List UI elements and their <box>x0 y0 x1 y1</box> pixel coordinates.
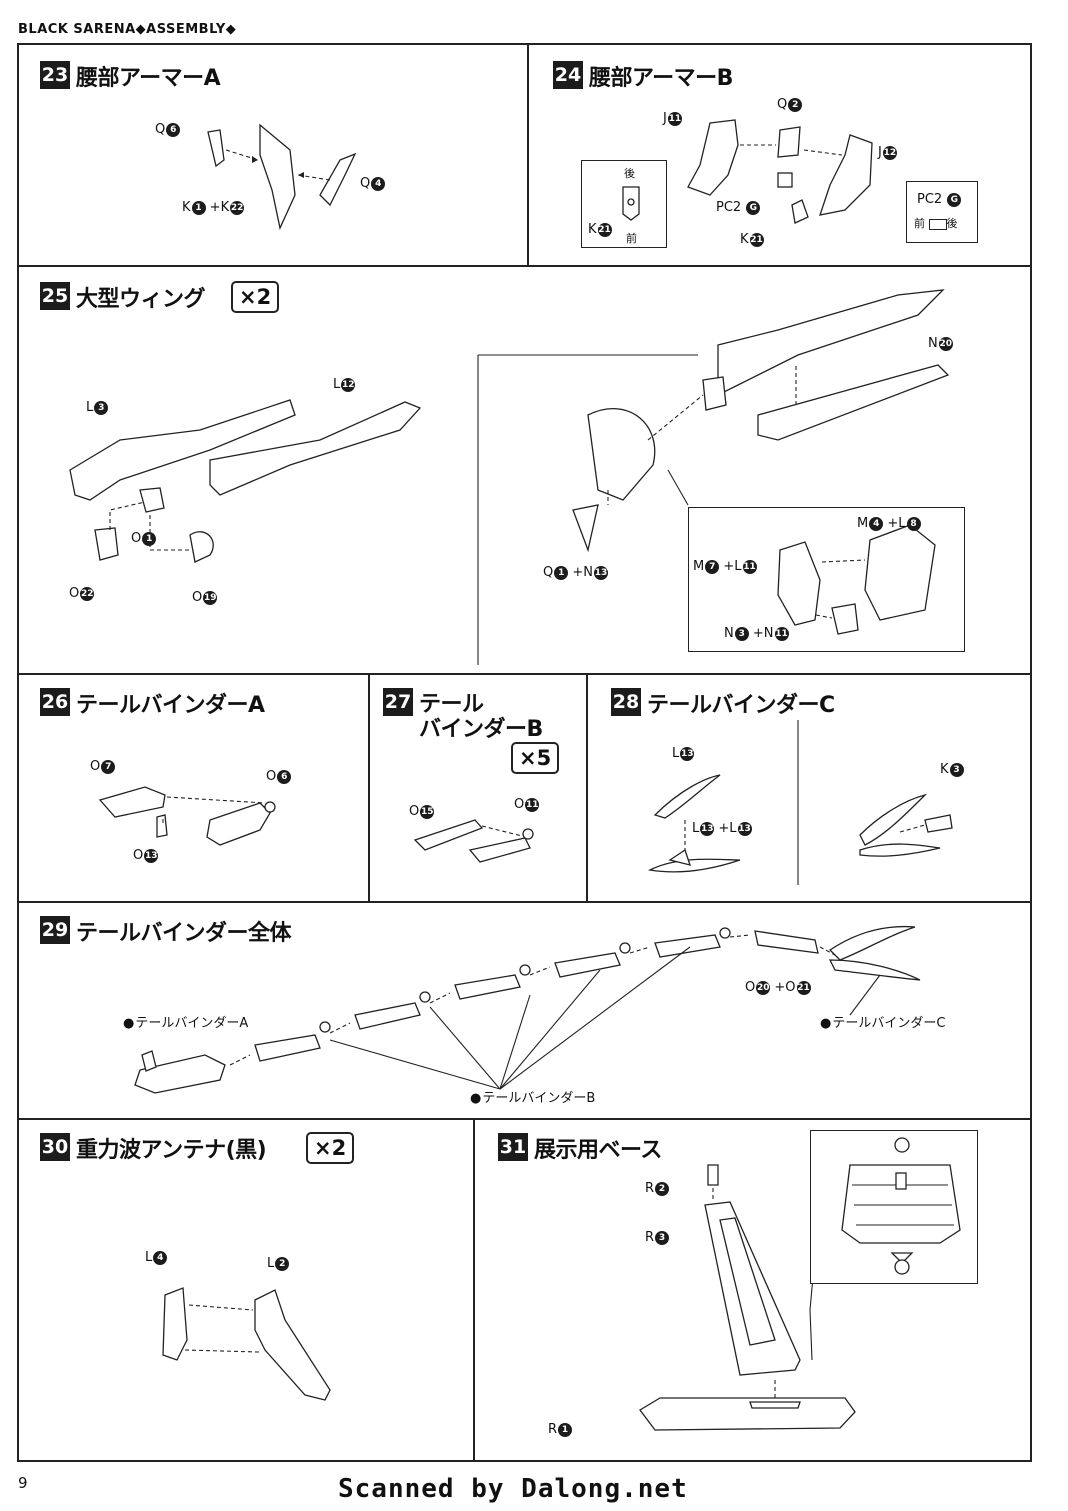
step-23-number: 23 <box>40 61 70 89</box>
step-31-illustration <box>639 1164 856 1431</box>
step-25-title: 大型ウィング <box>76 287 206 312</box>
step-26-title: テールバインダーA <box>76 693 265 718</box>
scan-credit: Scanned by Dalong.net <box>338 1474 688 1504</box>
step-28-title: テールバインダーC <box>647 693 835 718</box>
step-31-number: 31 <box>498 1133 528 1161</box>
step-27-multiplier: ×5 <box>511 742 560 774</box>
step-28-number: 28 <box>611 688 641 716</box>
step-24-title: 腰部アーマーB <box>589 66 733 91</box>
label-tail-binder-c: テールバインダーC <box>820 1012 945 1031</box>
detail-front-label: 前 <box>626 232 637 245</box>
step-23-illustration <box>207 123 357 231</box>
step-23-title: 腰部アーマーA <box>76 66 221 91</box>
step-26-number: 26 <box>40 688 70 716</box>
detail-pc2-orientation: 前 後 <box>914 217 958 230</box>
step-25-assembly-illustration <box>477 289 950 665</box>
step-30-multiplier: ×2 <box>306 1132 355 1164</box>
step-29-tail-illustration <box>134 925 921 1094</box>
step-24-detail-pc2 <box>906 181 978 243</box>
step-25-detail-illustration <box>777 524 936 635</box>
step-26-illustration <box>98 786 276 846</box>
step-25-multiplier: ×2 <box>231 281 280 313</box>
pc2-box-icon <box>928 218 947 230</box>
step-30-number: 30 <box>40 1133 70 1161</box>
part-pc2-g: PC2 G <box>716 200 761 216</box>
detail-k21-part-icon <box>622 186 640 221</box>
step-31-panel <box>473 1118 1032 1462</box>
step-27-title-line2: バインダーB <box>419 717 543 742</box>
step-24-illustration <box>687 119 873 224</box>
page-header: BLACK SARENA◆ASSEMBLY◆ <box>18 22 237 37</box>
step-29-title: テールバインダー全体 <box>76 921 292 946</box>
step-24-number: 24 <box>553 61 583 89</box>
step-27-number: 27 <box>383 688 413 716</box>
step-31-title: 展示用ベース <box>534 1138 662 1163</box>
step-29-number: 29 <box>40 916 70 944</box>
page-number: 9 <box>18 1474 28 1492</box>
step-28-illustration <box>647 720 953 885</box>
step-25-number: 25 <box>40 282 70 310</box>
label-tail-binder-b: テールバインダーB <box>470 1087 595 1106</box>
step-27-title-line1: テール <box>419 692 484 717</box>
label-tail-binder-a: テールバインダーA <box>123 1012 248 1031</box>
step-30-title: 重力波アンテナ(黒) <box>76 1138 267 1163</box>
detail-back-label: 後 <box>624 167 635 180</box>
step-31-detail-illustration <box>841 1137 961 1275</box>
step-25-wing-illustration <box>69 399 422 563</box>
step-30-illustration <box>162 1287 331 1401</box>
step-27-illustration <box>413 819 534 863</box>
detail-pc2-label: PC2 G <box>917 192 962 208</box>
